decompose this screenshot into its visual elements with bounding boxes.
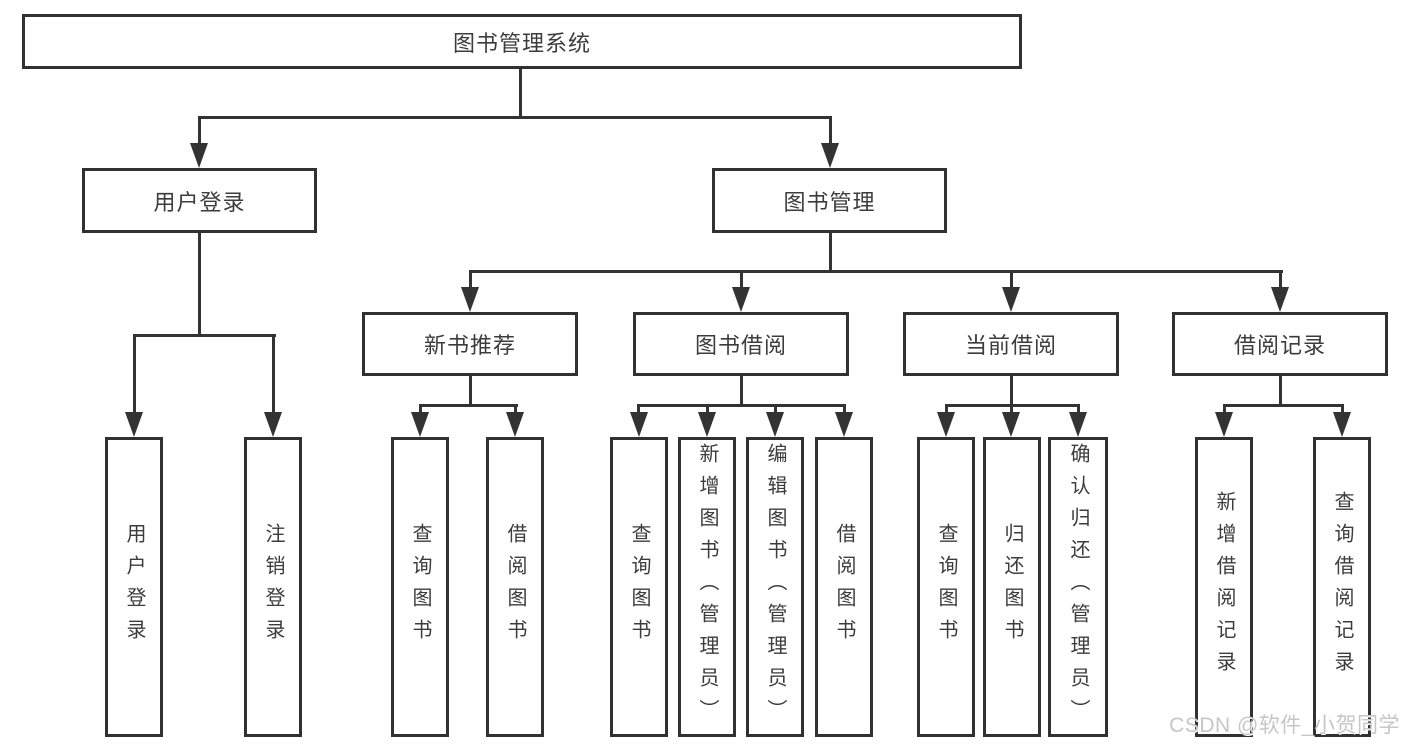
connector-line [829, 116, 832, 145]
connector-line [133, 334, 136, 414]
arrowhead [630, 412, 648, 437]
node-borrowing-records: 借阅记录 [1172, 312, 1388, 376]
arrowhead [190, 143, 208, 168]
node-label: 查询图书 [628, 523, 650, 651]
node-label: 查询借阅记录 [1331, 491, 1353, 683]
node-user-login: 用户登录 [82, 168, 317, 233]
connector-line [1077, 404, 1080, 414]
arrowhead [766, 412, 784, 437]
arrowhead [506, 412, 524, 437]
leaf-add-borrow-record: 新增借阅记录 [1195, 437, 1253, 737]
connector-line [740, 376, 743, 406]
connector-line [829, 233, 832, 272]
connector-line [198, 233, 201, 336]
connector-line [774, 404, 777, 414]
node-label: 编辑图书（管理员） [764, 443, 786, 731]
leaf-borrow-books-borrowing: 借阅图书 [815, 437, 873, 737]
connector-line [1223, 404, 1226, 414]
leaf-return-books: 归还图书 [983, 437, 1041, 737]
arrowhead [1333, 412, 1351, 437]
arrowhead [1069, 412, 1087, 437]
arrowhead [461, 287, 479, 312]
leaf-add-book-admin: 新增图书（管理员） [678, 437, 736, 737]
arrowhead [821, 143, 839, 168]
node-label: 图书管理系统 [452, 30, 591, 56]
connector-line [272, 334, 275, 414]
node-current-borrowing: 当前借阅 [903, 312, 1119, 376]
arrowhead [835, 412, 853, 437]
node-label: 新增借阅记录 [1213, 491, 1235, 683]
leaf-edit-book-admin: 编辑图书（管理员） [746, 437, 804, 737]
node-label: 新增图书（管理员） [696, 443, 718, 731]
arrowhead [732, 287, 750, 312]
connector-line [843, 404, 846, 414]
connector-line [1279, 270, 1282, 289]
connector-line [1010, 404, 1013, 414]
node-label: 确认归还（管理员） [1067, 443, 1089, 731]
leaf-logout: 注销登录 [244, 437, 302, 737]
arrowhead [1002, 287, 1020, 312]
node-new-book-recommendation: 新书推荐 [362, 312, 578, 376]
node-label: 查询图书 [409, 523, 431, 651]
node-label: 查询图书 [935, 523, 957, 651]
connector-line [637, 404, 846, 407]
connector-line [1341, 404, 1344, 414]
connector-line [198, 116, 201, 145]
leaf-search-books-recommend: 查询图书 [391, 437, 449, 737]
node-label: 当前借阅 [964, 333, 1057, 358]
node-label: 借阅图书 [833, 523, 855, 651]
connector-line [740, 270, 743, 289]
watermark: CSDN @软件_小贺同学 [1169, 714, 1400, 737]
connector-line [519, 69, 522, 118]
connector-line [1279, 376, 1282, 406]
arrowhead [125, 412, 143, 437]
arrowhead [698, 412, 716, 437]
node-label: 图书管理 [783, 189, 876, 215]
connector-line [419, 404, 422, 414]
arrowhead [264, 412, 282, 437]
connector-line [198, 116, 832, 119]
leaf-confirm-return-admin: 确认归还（管理员） [1048, 437, 1108, 737]
arrowhead [1271, 287, 1289, 312]
connector-line [945, 404, 948, 414]
connector-line [133, 334, 276, 337]
node-root: 图书管理系统 [22, 14, 1022, 69]
connector-line [1010, 376, 1013, 406]
connector-line [1223, 404, 1344, 407]
connector-line [419, 404, 518, 407]
arrowhead [937, 412, 955, 437]
node-label: 借阅图书 [504, 523, 526, 651]
leaf-borrow-books-recommend: 借阅图书 [486, 437, 544, 737]
connector-line [469, 270, 1283, 273]
node-label: 图书借阅 [694, 333, 787, 358]
node-label: 归还图书 [1001, 523, 1023, 651]
arrowhead [1002, 412, 1020, 437]
leaf-search-books-borrowing: 查询图书 [610, 437, 668, 737]
node-label: 用户登录 [153, 189, 246, 215]
connector-line [469, 376, 472, 406]
arrowhead [1215, 412, 1233, 437]
connector-line [469, 270, 472, 289]
node-label: 借阅记录 [1233, 333, 1326, 358]
connector-line [1010, 270, 1013, 289]
leaf-search-borrow-record: 查询借阅记录 [1313, 437, 1371, 737]
node-book-borrowing: 图书借阅 [633, 312, 849, 376]
node-label: 注销登录 [262, 523, 284, 651]
node-label: 用户登录 [123, 523, 145, 651]
node-book-management: 图书管理 [712, 168, 947, 233]
connector-line [514, 404, 517, 414]
leaf-user-login: 用户登录 [105, 437, 163, 737]
connector-line [637, 404, 640, 414]
connector-line [706, 404, 709, 414]
node-label: 新书推荐 [423, 333, 516, 358]
arrowhead [411, 412, 429, 437]
leaf-search-books-current: 查询图书 [917, 437, 975, 737]
